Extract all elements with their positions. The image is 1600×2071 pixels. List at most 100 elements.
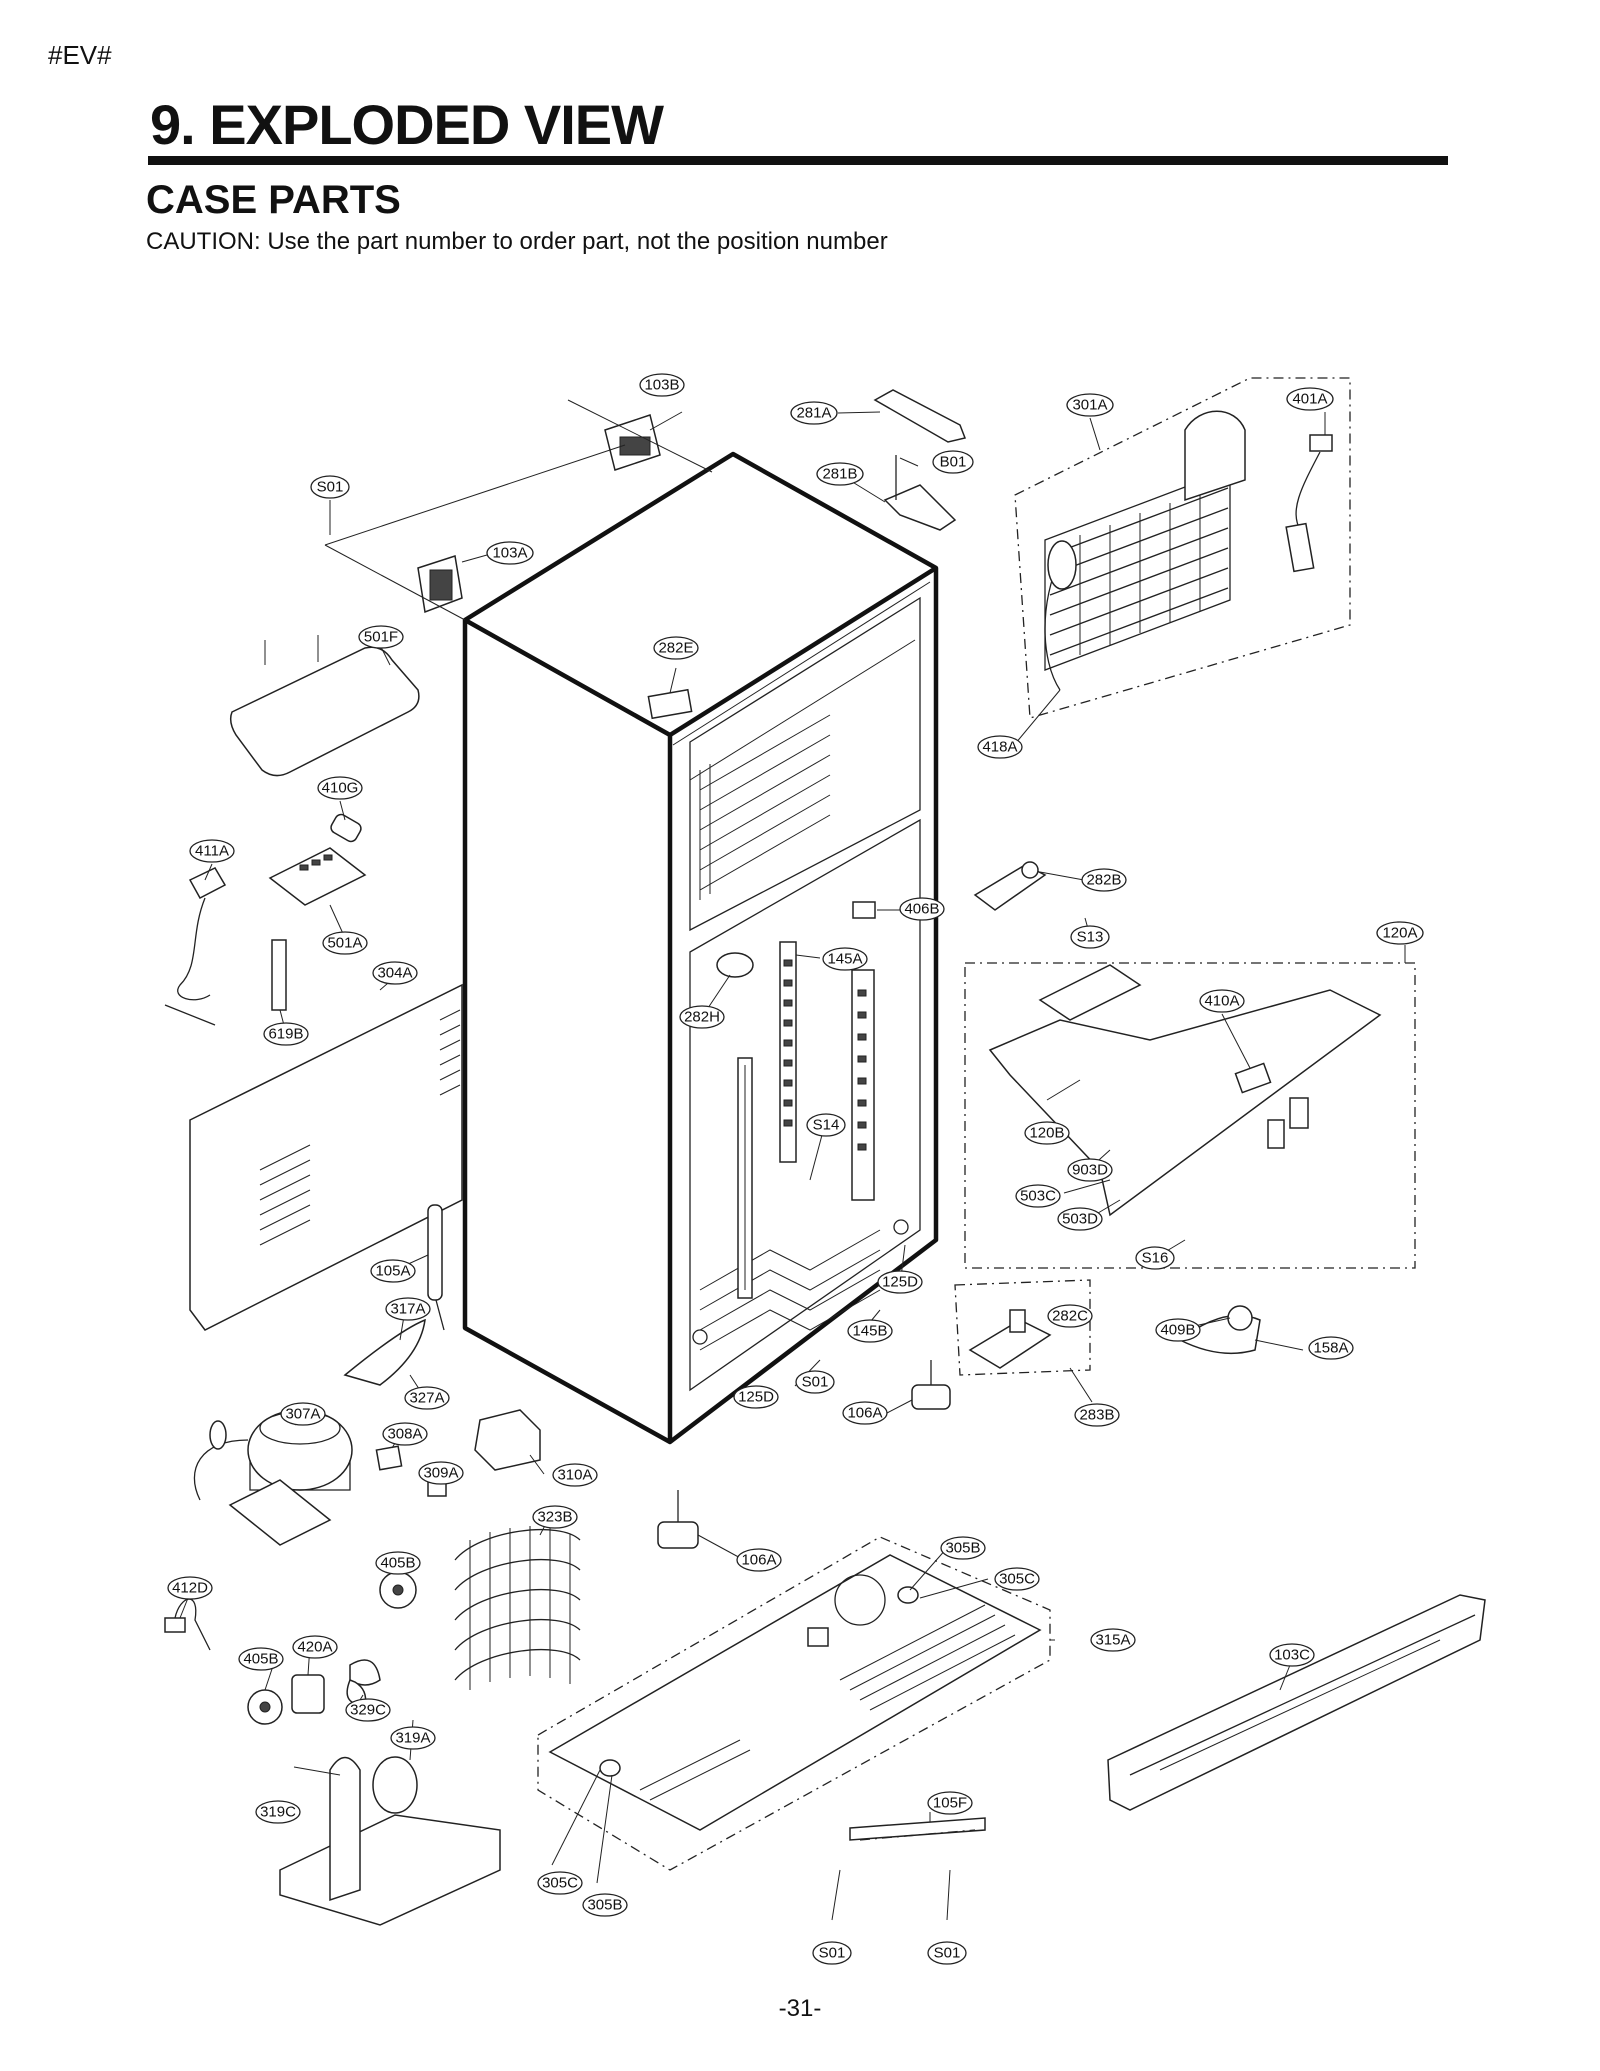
hinge-cover-103A <box>417 555 463 614</box>
svg-text:103B: 103B <box>644 377 679 394</box>
svg-text:S16: S16 <box>1142 1250 1169 1267</box>
callout-317A: 317A <box>385 1297 431 1321</box>
svg-text:106A: 106A <box>741 1552 776 1569</box>
callout-323B: 323B <box>532 1505 578 1529</box>
svg-text:319C: 319C <box>260 1804 296 1821</box>
svg-text:125D: 125D <box>882 1274 918 1291</box>
svg-text:S01: S01 <box>819 1945 846 1962</box>
pcb-501A <box>268 847 367 906</box>
svg-text:319A: 319A <box>395 1730 430 1747</box>
svg-text:305B: 305B <box>587 1897 622 1914</box>
svg-text:282E: 282E <box>658 640 693 657</box>
svg-text:281A: 281A <box>796 405 831 422</box>
svg-text:145A: 145A <box>827 951 862 968</box>
callout-327A: 327A <box>404 1386 450 1410</box>
evaporator-301A <box>1014 377 1351 719</box>
hinge-282B <box>973 861 1047 911</box>
svg-text:315A: 315A <box>1095 1632 1130 1649</box>
callout-410G: 410G <box>317 776 363 800</box>
svg-text:410G: 410G <box>322 780 359 797</box>
callout-106A-a: 106A <box>842 1401 888 1425</box>
harness-412D <box>164 1598 211 1651</box>
damper-406B <box>852 901 876 919</box>
compressor-307A <box>193 1409 353 1546</box>
front-grille-103C <box>1107 1594 1486 1811</box>
svg-text:305C: 305C <box>542 1875 578 1892</box>
callout-304A: 304A <box>372 961 418 985</box>
pcb-cover-501F <box>229 635 420 777</box>
fan-329C <box>346 1659 381 1706</box>
callout-301A: 301A <box>1066 393 1114 417</box>
callout-281B: 281B <box>816 462 864 486</box>
grommet-405B-b <box>247 1689 283 1725</box>
callout-305B-a: 305B <box>940 1536 986 1560</box>
callout-319C: 319C <box>255 1800 301 1824</box>
callout-B01: B01 <box>932 450 974 474</box>
shelf-rail-145A <box>779 941 797 1163</box>
back-cover-304A <box>189 983 463 1331</box>
callout-307A: 307A <box>280 1402 326 1426</box>
control-box-120B <box>988 964 1382 1217</box>
callout-145A: 145A <box>822 947 868 971</box>
title-rule <box>148 156 1448 165</box>
svg-text:106A: 106A <box>847 1405 882 1422</box>
cabinet-body <box>462 451 939 1445</box>
svg-text:282C: 282C <box>1052 1308 1088 1325</box>
top-hinge-cap-281A <box>873 389 967 443</box>
shelf-rail-left <box>737 1057 753 1299</box>
callout-406B: 406B <box>899 897 945 921</box>
callout-309A: 309A <box>418 1461 464 1485</box>
svg-text:158A: 158A <box>1313 1340 1348 1357</box>
callout-145B: 145B <box>847 1319 893 1343</box>
callout-412D: 412D <box>167 1576 213 1600</box>
svg-text:S14: S14 <box>813 1117 840 1134</box>
callout-S01-mid: S01 <box>795 1370 835 1394</box>
cover-group-box-120A <box>964 962 1416 1269</box>
grommet-405B-a <box>379 1571 417 1609</box>
svg-text:405B: 405B <box>380 1555 415 1572</box>
callout-308A: 308A <box>382 1422 428 1446</box>
callout-282B: 282B <box>1081 868 1127 892</box>
svg-text:281B: 281B <box>822 466 857 483</box>
document-tag: #EV# <box>48 40 112 70</box>
callout-106A-b: 106A <box>736 1548 782 1572</box>
svg-text:411A: 411A <box>195 843 229 860</box>
callout-125D-a: 125D <box>877 1270 923 1294</box>
svg-text:305B: 305B <box>945 1540 980 1557</box>
svg-text:S01: S01 <box>934 1945 961 1962</box>
fuse-619B <box>271 939 287 1011</box>
svg-text:309A: 309A <box>423 1465 458 1482</box>
svg-text:282H: 282H <box>684 1009 720 1026</box>
fan-motor-420A <box>291 1674 325 1714</box>
harness-401A <box>1285 434 1333 573</box>
callout-158A: 158A <box>1308 1336 1354 1360</box>
svg-text:420A: 420A <box>297 1639 332 1656</box>
svg-text:619B: 619B <box>268 1026 303 1043</box>
callout-503D: 503D <box>1057 1207 1103 1231</box>
leader-lines-top <box>324 399 713 621</box>
svg-text:405B: 405B <box>243 1651 278 1668</box>
capacitor-410G <box>330 813 362 843</box>
callout-310A: 310A <box>552 1463 598 1487</box>
svg-text:125D: 125D <box>738 1389 774 1406</box>
svg-text:501A: 501A <box>327 935 362 952</box>
section-title: CASE PARTS <box>146 178 401 222</box>
callout-319A: 319A <box>390 1726 436 1750</box>
svg-text:410A: 410A <box>1204 993 1239 1010</box>
power-cord-411A <box>164 867 227 1026</box>
svg-text:S13: S13 <box>1077 929 1104 946</box>
callout-329C: 329C <box>345 1698 391 1722</box>
svg-text:406B: 406B <box>904 901 939 918</box>
callout-903D: 903D <box>1067 1158 1113 1182</box>
page-title: 9. EXPLODED VIEW <box>150 93 664 156</box>
condenser-323B <box>454 1526 581 1690</box>
svg-text:308A: 308A <box>387 1426 422 1443</box>
svg-text:317A: 317A <box>390 1301 425 1318</box>
svg-text:304A: 304A <box>377 965 412 982</box>
callout-410A: 410A <box>1199 989 1245 1013</box>
svg-text:323B: 323B <box>537 1509 572 1526</box>
callout-103A: 103A <box>486 541 534 565</box>
svg-text:145B: 145B <box>852 1323 887 1340</box>
svg-text:401A: 401A <box>1292 391 1327 408</box>
